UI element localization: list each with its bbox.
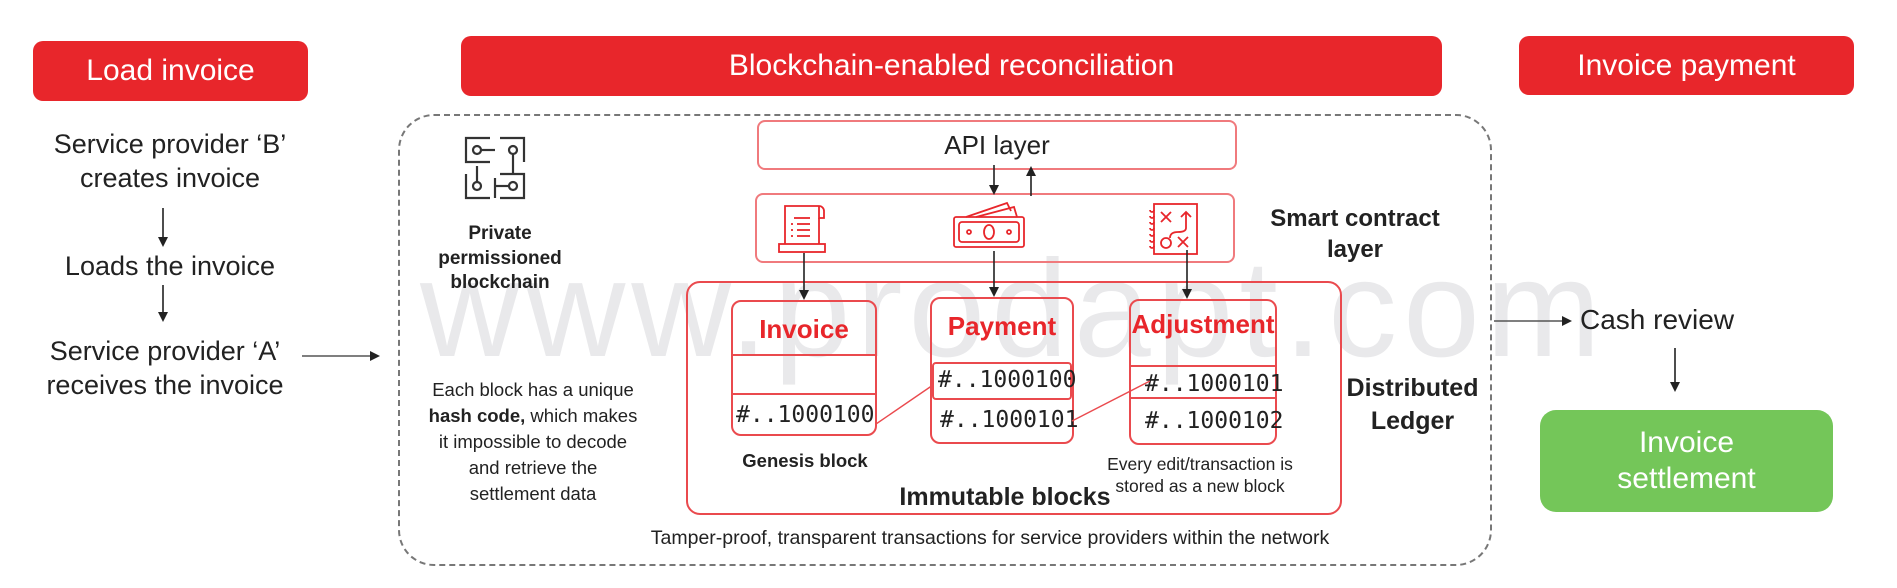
private-label-line1: Private [468, 223, 532, 244]
step-receive-invoice-line1: Service provider ‘A’ [49, 336, 281, 366]
adjustment-prev-hash: #..1000101 [1145, 371, 1284, 397]
new-block-note: Every edit/transaction is stored as a ne… [1085, 454, 1315, 498]
divider [1131, 397, 1275, 399]
hash-code-emphasis: hash code, [428, 404, 526, 426]
distributed-ledger-label: Distributed Ledger [1340, 372, 1485, 437]
distributed-line2: Ledger [1370, 406, 1455, 435]
blockchain-container [398, 114, 1492, 566]
payment-prev-hash-cell: #..1000100 [932, 362, 1076, 400]
hash-note-line2: hash code, which makes [408, 403, 658, 429]
hash-link-payment-adjustment [1071, 380, 1151, 422]
divider [733, 354, 875, 356]
blockchain-reconciliation-header: Blockchain-enabled reconciliation [461, 36, 1442, 96]
strategy-plan-icon [1149, 203, 1198, 255]
smart-contract-line1: Smart contract [1270, 205, 1440, 232]
divider [1131, 365, 1275, 367]
adjustment-block-title: Adjustment [1131, 309, 1275, 339]
step-load-invoice: Loads the invoice [64, 251, 276, 281]
circuit-network-icon [464, 136, 526, 200]
settlement-line1: Invoice [1638, 426, 1735, 459]
invoice-payment-header: Invoice payment [1519, 36, 1854, 95]
step-create-invoice: Service provider ‘B’ creates invoice [20, 128, 320, 196]
hash-note-line4: and retrieve the [468, 456, 598, 478]
adjustment-hash: #..1000102 [1145, 408, 1284, 434]
hash-note-line5: settlement data [469, 482, 597, 504]
smart-contract-line2: layer [1326, 236, 1384, 264]
tamper-proof-footer: Tamper-proof, transparent transactions f… [650, 527, 1330, 549]
payment-hash: #..1000101 [940, 407, 1079, 433]
cash-money-icon [953, 201, 1025, 248]
payment-block-title: Payment [947, 311, 1057, 341]
hash-link-invoice-payment [875, 384, 934, 425]
step-receive-invoice: Service provider ‘A’ receives the invoic… [10, 335, 320, 403]
private-label-line2: permissioned [438, 247, 562, 269]
invoice-settlement-box: Invoice settlement [1540, 410, 1833, 512]
immutable-blocks-label: Immutable blocks [899, 483, 1111, 511]
settlement-line2: settlement [1617, 462, 1756, 495]
hash-code-note: Each block has a unique hash code, which… [408, 377, 658, 506]
genesis-block-label: Genesis block [742, 450, 868, 471]
hash-note-line3: it impossible to decode [438, 430, 628, 452]
hash-note-line1: Each block has a unique [432, 379, 634, 400]
cash-review-step: Cash review [1580, 304, 1735, 335]
private-label-line3: blockchain [450, 272, 550, 294]
hash-note-line2-rest: which makes [525, 404, 638, 426]
invoice-block: Invoice #..1000100 [731, 300, 877, 436]
step-create-invoice-line2: creates invoice [79, 162, 261, 193]
payment-prev-hash: #..1000100 [938, 367, 1077, 393]
divider [733, 393, 875, 395]
distributed-line1: Distributed [1346, 374, 1479, 402]
watermark: www.prodapt.com [420, 232, 1607, 386]
new-block-note-line2: stored as a new block [1115, 475, 1285, 496]
invoice-block-title: Invoice [759, 314, 849, 344]
private-blockchain-label: Private permissioned blockchain [420, 222, 580, 296]
receipt-scroll-icon [778, 205, 826, 253]
step-create-invoice-line1: Service provider ‘B’ [53, 129, 287, 159]
api-layer-box: API layer [757, 120, 1237, 170]
smart-contract-label: Smart contract layer [1255, 203, 1455, 265]
payment-block: Payment #..1000100 #..1000101 [930, 297, 1078, 444]
adjustment-block: Adjustment #..1000101 #..1000102 [1129, 299, 1283, 445]
new-block-note-line1: Every edit/transaction is [1107, 454, 1293, 474]
invoice-hash: #..1000100 [736, 402, 875, 428]
load-invoice-header: Load invoice [33, 41, 308, 101]
distributed-ledger-box [686, 281, 1342, 515]
step-receive-invoice-line2: receives the invoice [46, 369, 284, 400]
api-layer-label: API layer [944, 129, 1050, 160]
